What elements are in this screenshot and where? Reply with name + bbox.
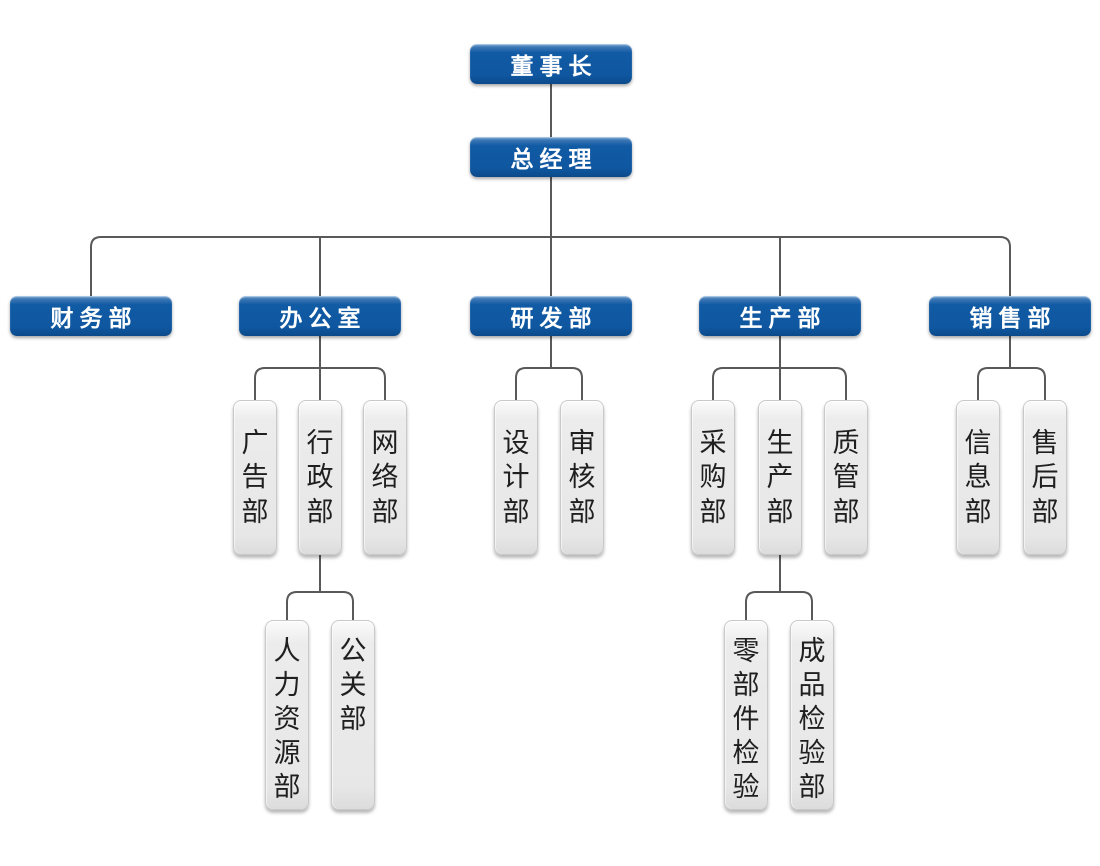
org-node-finance: 财务部 <box>10 296 172 336</box>
org-node-general-manager: 总经理 <box>470 137 632 177</box>
org-node-administration: 行政部 <box>298 400 342 555</box>
org-node-label: 销售部 <box>969 305 1057 331</box>
org-node-label: 财务部 <box>50 305 138 331</box>
org-node-label: 成品检验部 <box>798 636 826 803</box>
org-node-parts-inspection: 零部件检验 <box>724 620 768 810</box>
org-node-label: 董事长 <box>510 53 598 79</box>
org-node-chairman: 董事长 <box>470 44 632 84</box>
org-node-label: 售后部 <box>1031 428 1059 527</box>
org-node-finished-inspection: 成品检验部 <box>790 620 834 810</box>
org-node-label: 设计部 <box>502 428 530 527</box>
org-node-audit: 审核部 <box>560 400 604 555</box>
org-node-label: 采购部 <box>699 428 727 527</box>
org-node-sales: 销售部 <box>929 296 1091 336</box>
org-node-label: 公关部 <box>339 636 367 735</box>
org-node-rnd: 研发部 <box>470 296 632 336</box>
org-node-label: 生产部 <box>766 428 794 527</box>
org-node-label: 审核部 <box>568 428 596 527</box>
org-node-production: 生产部 <box>699 296 861 336</box>
org-node-purchasing: 采购部 <box>691 400 735 555</box>
org-node-label: 质管部 <box>832 428 860 527</box>
org-node-advertising: 广告部 <box>233 400 277 555</box>
org-node-pr: 公关部 <box>331 620 375 810</box>
org-node-quality: 质管部 <box>824 400 868 555</box>
org-node-label: 办公室 <box>279 305 367 331</box>
org-node-label: 研发部 <box>510 305 598 331</box>
org-node-office: 办公室 <box>239 296 401 336</box>
org-node-label: 网络部 <box>371 428 399 527</box>
org-node-production-sub: 生产部 <box>758 400 802 555</box>
org-node-label: 总经理 <box>510 146 598 172</box>
org-node-info: 信息部 <box>956 400 1000 555</box>
org-node-after-sales: 售后部 <box>1023 400 1067 555</box>
org-node-label: 生产部 <box>739 305 827 331</box>
org-node-label: 行政部 <box>306 428 334 527</box>
org-node-label: 零部件检验 <box>732 636 760 803</box>
org-node-label: 广告部 <box>241 428 269 527</box>
org-node-label: 人力资源部 <box>273 636 301 803</box>
org-node-design: 设计部 <box>494 400 538 555</box>
org-node-hr: 人力资源部 <box>265 620 309 810</box>
org-node-network: 网络部 <box>363 400 407 555</box>
org-node-label: 信息部 <box>964 428 992 527</box>
